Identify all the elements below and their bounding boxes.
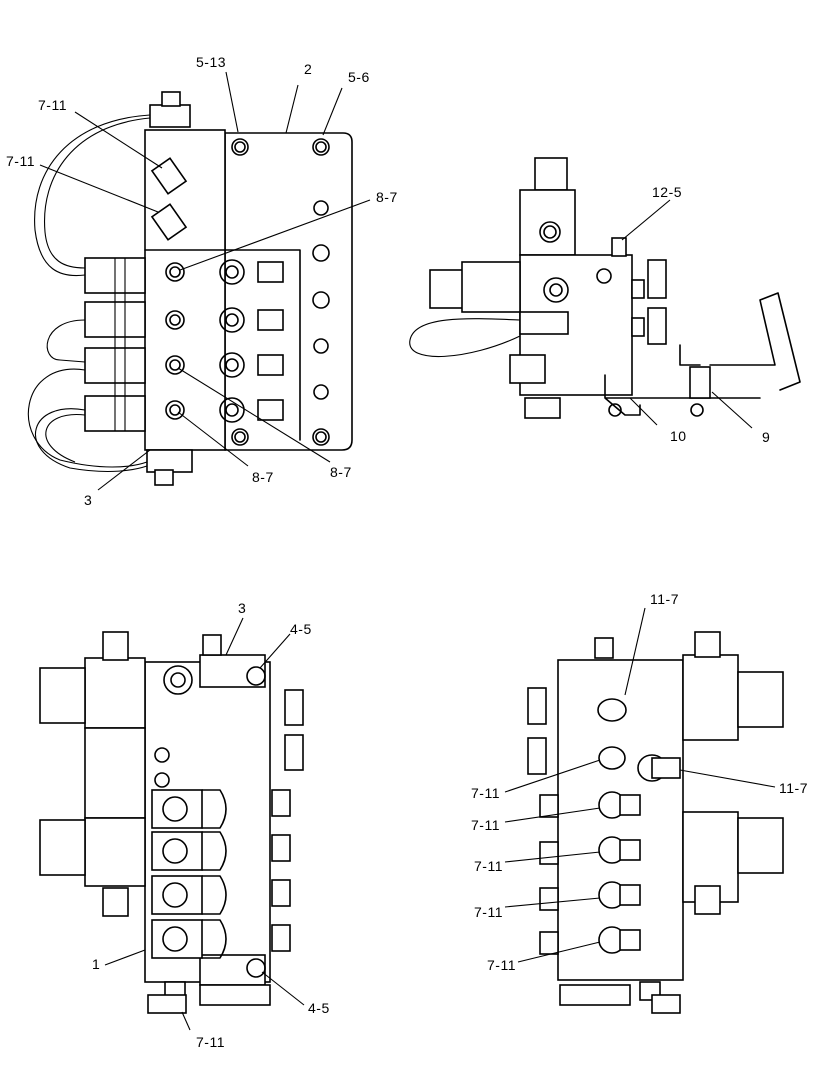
callout-5-13: 5-13 (196, 54, 226, 70)
wiring-harness (27, 114, 151, 473)
mounting-plate (224, 132, 353, 451)
rear-fittings (527, 687, 681, 955)
callout-7-11: 7-11 (38, 97, 67, 113)
view-bottom-right: 11-7 11-7 7-11 7-11 7-11 7-11 7-11 (471, 591, 808, 1014)
callout-12-5: 12-5 (652, 184, 682, 200)
solenoid-head (534, 157, 568, 191)
callout-8-7: 8-7 (330, 464, 352, 480)
callout-9: 9 (762, 429, 770, 445)
leader-lines-top-left (39, 71, 371, 491)
support-9 (689, 366, 711, 399)
connector-block (199, 654, 266, 688)
callout-8-7: 8-7 (376, 189, 398, 205)
valve-body-rear (557, 659, 684, 981)
callout-3: 3 (84, 492, 92, 508)
view-top-right: 12-5 10 9 (409, 157, 801, 445)
callout-4-5: 4-5 (290, 621, 312, 637)
solenoid-connectors (146, 91, 193, 486)
plate-bolt-holes (231, 138, 330, 446)
callout-3: 3 (238, 600, 246, 616)
callout-1: 1 (92, 956, 100, 972)
callout-8-7: 8-7 (252, 469, 274, 485)
bracket-arm (709, 292, 801, 391)
callout-11-7: 11-7 (779, 780, 808, 796)
callout-7-11: 7-11 (6, 153, 35, 169)
solenoid-coils (84, 257, 146, 432)
callout-7-11: 7-11 (471, 817, 500, 833)
view-top-left: 5-13 2 5-6 7-11 7-11 8-7 8-7 8-7 3 (6, 54, 398, 508)
callout-5-6: 5-6 (348, 69, 370, 85)
callout-11-7: 11-7 (650, 591, 679, 607)
callout-7-11: 7-11 (487, 957, 516, 973)
port-plates (151, 789, 227, 959)
valve-body (144, 129, 226, 451)
callout-2: 2 (304, 61, 312, 77)
callout-7-11: 7-11 (471, 785, 500, 801)
view-bottom-left: 3 4-5 4-5 1 7-11 (39, 600, 330, 1050)
callout-10: 10 (670, 428, 687, 444)
callout-7-11: 7-11 (196, 1034, 225, 1050)
side-fittings (271, 689, 304, 952)
callout-7-11: 7-11 (474, 904, 503, 920)
callout-7-11: 7-11 (474, 858, 503, 874)
wiring-harness-side (409, 318, 521, 358)
callout-4-5: 4-5 (308, 1000, 330, 1016)
